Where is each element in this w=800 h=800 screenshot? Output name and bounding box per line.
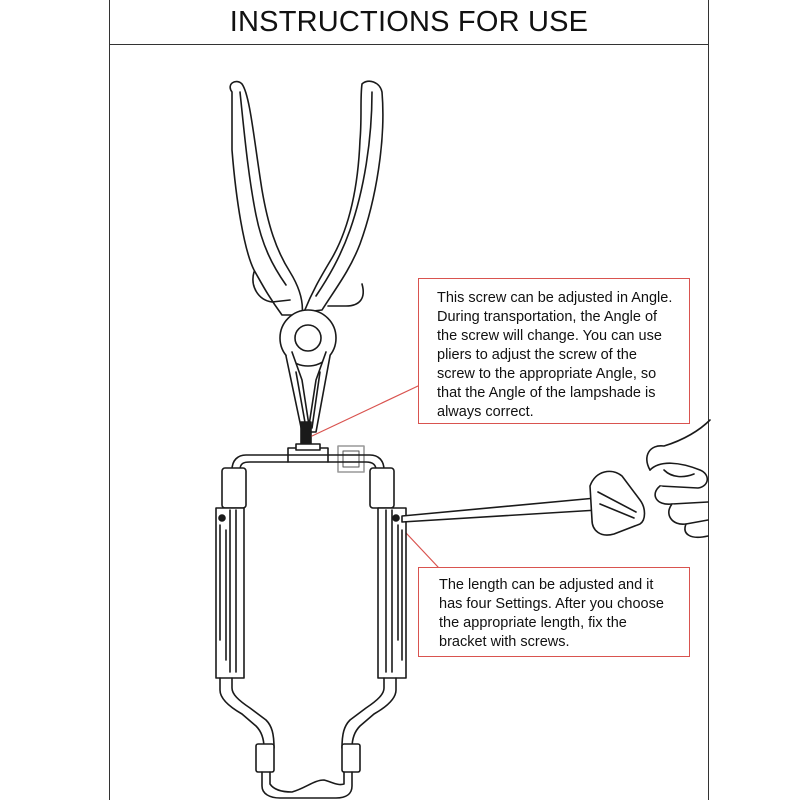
instruction-sheet [109, 0, 709, 800]
screwdriver-icon [401, 470, 646, 536]
callout-angle-screw: This screw can be adjusted in Angle. Dur… [418, 278, 690, 424]
angle-screw [300, 421, 312, 447]
pliers-icon [229, 80, 384, 433]
header-bar: INSTRUCTIONS FOR USE [109, 0, 709, 45]
bracket-top-clamp [287, 443, 365, 473]
lampshade-bracket [215, 454, 407, 799]
hand-icon [646, 419, 711, 539]
callout-length-setting: The length can be adjusted and it has fo… [418, 567, 690, 657]
page-title: INSTRUCTIONS FOR USE [229, 5, 589, 38]
